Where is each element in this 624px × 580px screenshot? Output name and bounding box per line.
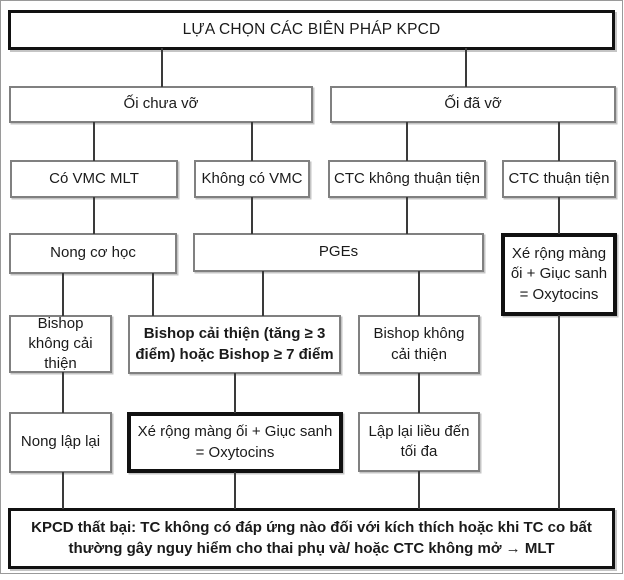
node-bishop-khong-cai-thien-right: Bishop không cải thiện bbox=[358, 315, 480, 374]
node-ctc-thuan-tien: CTC thuận tiện bbox=[502, 160, 616, 198]
connector bbox=[558, 197, 560, 234]
connector bbox=[93, 122, 95, 161]
connector bbox=[418, 271, 420, 316]
connector bbox=[406, 197, 408, 234]
node-co-vmc-mlt: Có VMC MLT bbox=[10, 160, 178, 198]
connector bbox=[152, 273, 154, 316]
node-xe-rong-mang-oi-right: Xé rộng màng ối + Giục sanh = Oxytocins bbox=[501, 233, 617, 316]
connector bbox=[93, 197, 95, 234]
connector bbox=[418, 373, 420, 413]
node-oi-chua-vo: Ối chưa vỡ bbox=[9, 86, 313, 123]
connector bbox=[262, 271, 264, 316]
node-title: LỰA CHỌN CÁC BIÊN PHÁP KPCD bbox=[8, 10, 615, 50]
connector bbox=[406, 122, 408, 161]
node-lap-lai-lieu-toi-da: Lập lại liều đến tối đa bbox=[358, 412, 480, 472]
node-ctc-khong-thuan-tien: CTC không thuận tiện bbox=[328, 160, 486, 198]
node-pges: PGEs bbox=[193, 233, 484, 272]
connector bbox=[465, 48, 467, 87]
node-oi-da-vo: Ối đã vỡ bbox=[330, 86, 616, 123]
connector bbox=[251, 197, 253, 234]
connector bbox=[62, 273, 64, 316]
connector bbox=[251, 122, 253, 161]
node-bishop-khong-cai-thien-left: Bishop không cải thiện bbox=[9, 315, 112, 373]
connector bbox=[62, 372, 64, 413]
connector bbox=[234, 373, 236, 413]
connector bbox=[62, 472, 64, 509]
node-xe-rong-mang-oi-center: Xé rộng màng ối + Giục sanh = Oxytocins bbox=[127, 412, 343, 473]
node-nong-co-hoc: Nong cơ học bbox=[9, 233, 177, 274]
node-nong-lap-lai: Nong lập lại bbox=[9, 412, 112, 473]
connector bbox=[161, 48, 163, 87]
node-bishop-cai-thien: Bishop cải thiện (tăng ≥ 3 điểm) hoặc Bi… bbox=[128, 315, 341, 374]
node-kpcd-that-bai: KPCD thất bại: TC không có đáp ứng nào đ… bbox=[8, 508, 615, 569]
connector bbox=[558, 122, 560, 161]
connector bbox=[418, 471, 420, 509]
node-khong-co-vmc: Không có VMC bbox=[194, 160, 310, 198]
connector bbox=[558, 315, 560, 509]
connector bbox=[234, 472, 236, 509]
